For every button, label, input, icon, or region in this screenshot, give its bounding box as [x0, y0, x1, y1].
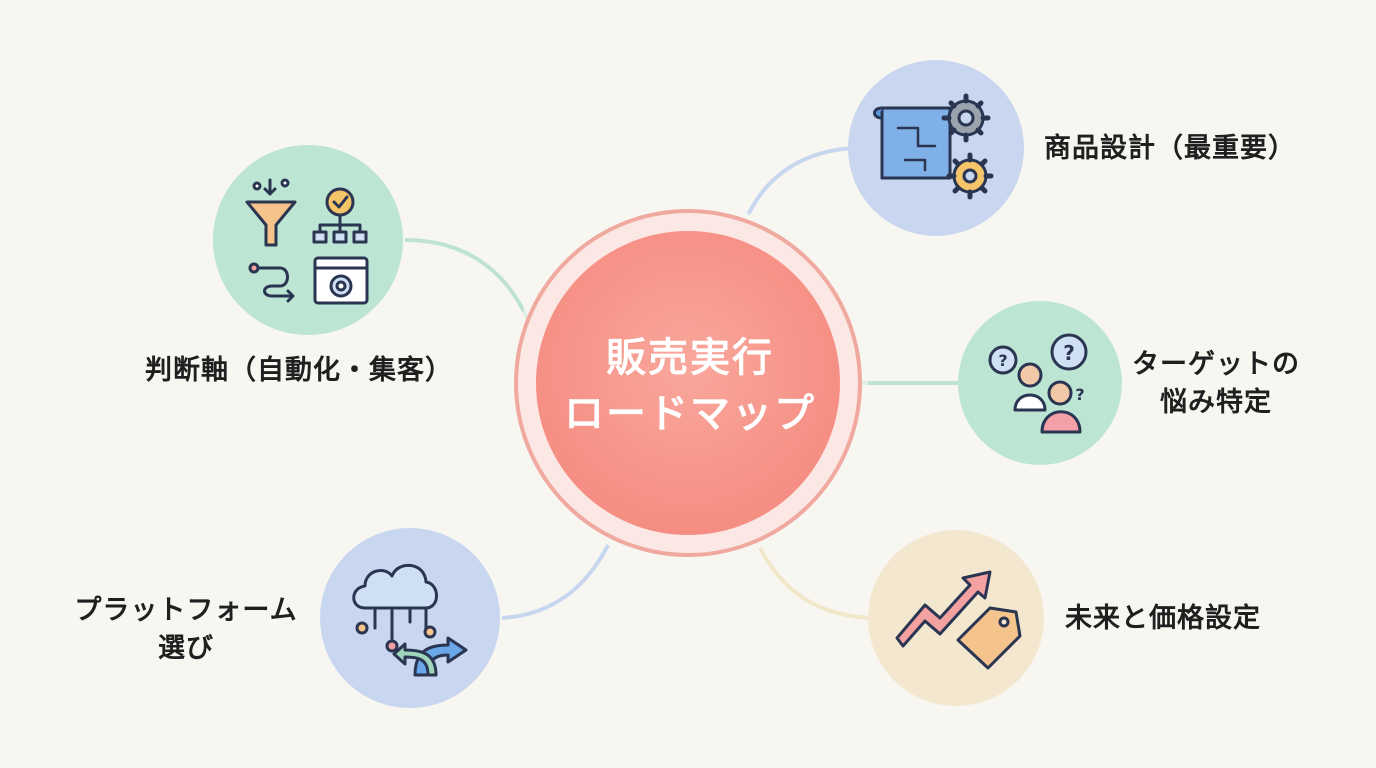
connector-pricing: [758, 547, 871, 620]
target-node[interactable]: ? ? ?: [958, 301, 1122, 465]
center-title-line1: 販売実行: [606, 335, 774, 381]
target-label: ターゲットの 悩み特定: [1132, 346, 1300, 422]
platform-label: プラットフォーム 選び: [66, 592, 306, 668]
center-title: 販売実行 ロードマップ: [520, 330, 860, 442]
svg-text:?: ?: [998, 351, 1007, 370]
target-label-line1: ターゲットの: [1132, 349, 1300, 380]
connector-criteria: [404, 238, 529, 319]
product-design-node[interactable]: [848, 60, 1024, 236]
connector-platform: [501, 544, 610, 620]
blueprint-gears-icon: [873, 93, 994, 200]
trend-price-tag-icon: [895, 570, 1022, 670]
pricing-node[interactable]: [868, 530, 1044, 706]
platform-label-line2: 選び: [158, 633, 214, 664]
cloud-branch-icon: [352, 563, 468, 677]
svg-text:?: ?: [1075, 385, 1084, 404]
center-title-line2: ロードマップ: [564, 391, 816, 437]
funnel-workflow-icon: [245, 178, 369, 305]
criteria-node[interactable]: [213, 145, 403, 335]
platform-label-line1: プラットフォーム: [74, 595, 298, 626]
svg-text:?: ?: [1063, 341, 1075, 365]
target-label-line2: 悩み特定: [1160, 387, 1272, 418]
product-design-label: 商品設計（最重要）: [1044, 133, 1296, 164]
center-node: [508, 203, 868, 563]
platform-node[interactable]: [320, 528, 500, 708]
pricing-label: 未来と価格設定: [1065, 603, 1261, 634]
criteria-label: 判断軸（自動化・集客）: [145, 355, 453, 386]
people-questions-icon: ? ? ?: [988, 333, 1088, 434]
connector-product-design: [746, 146, 856, 216]
